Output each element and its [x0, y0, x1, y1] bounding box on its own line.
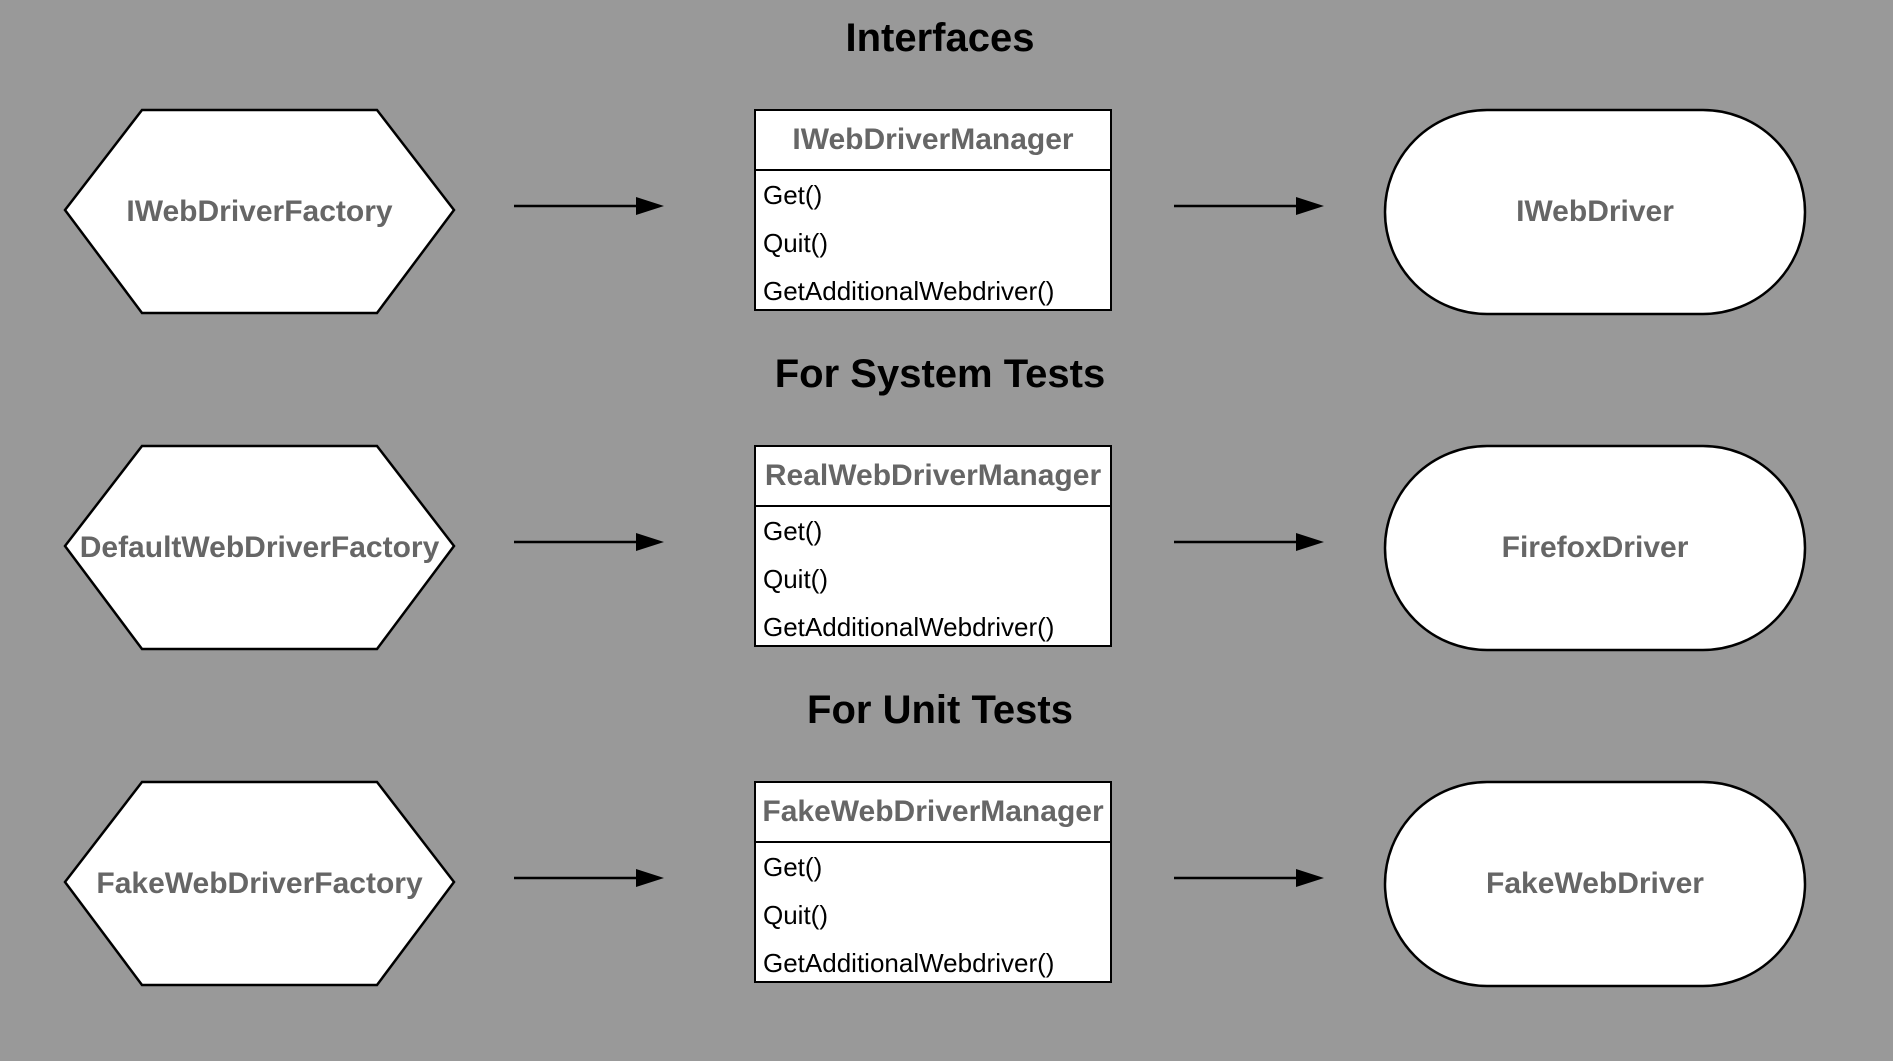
arrow-manager-to-driver-system-tests — [1174, 533, 1324, 551]
manager-class-name-interfaces: IWebDriverManager — [756, 111, 1110, 171]
arrow-manager-to-driver-interfaces — [1174, 197, 1324, 215]
section-title-system-tests: For System Tests — [774, 352, 1106, 396]
factory-label-unit-tests: FakeWebDriverFactory — [96, 867, 423, 900]
section-title-unit-tests: For Unit Tests — [807, 688, 1073, 732]
manager-class-name-unit-tests: FakeWebDriverManager — [756, 783, 1110, 843]
method-get-additional-webdriver-interfaces: GetAdditionalWebdriver() — [763, 275, 1055, 306]
driver-stadium-system-tests — [1383, 444, 1807, 652]
factory-label-system-tests: DefaultWebDriverFactory — [79, 531, 440, 564]
driver-stadium-unit-tests — [1383, 780, 1807, 988]
method-get-additional-webdriver-unit-tests: GetAdditionalWebdriver() — [763, 947, 1055, 978]
method-get-unit-tests: Get() — [763, 851, 823, 882]
method-quit-system-tests: Quit() — [763, 563, 828, 594]
driver-label-system-tests: FirefoxDriver — [1501, 531, 1689, 564]
driver-stadium-interfaces — [1383, 108, 1807, 316]
manager-class-box-interfaces: IWebDriverManager Get() Quit() GetAdditi… — [754, 109, 1112, 311]
arrow-factory-to-manager-system-tests — [514, 533, 664, 551]
driver-label-unit-tests: FakeWebDriver — [1486, 867, 1704, 900]
factory-hexagon-unit-tests — [63, 780, 456, 987]
manager-class-name-system-tests: RealWebDriverManager — [756, 447, 1110, 507]
method-quit-interfaces: Quit() — [763, 227, 828, 258]
driver-label-interfaces: IWebDriver — [1516, 195, 1674, 228]
method-get-interfaces: Get() — [763, 179, 823, 210]
method-get-system-tests: Get() — [763, 515, 823, 546]
factory-hexagon-system-tests — [63, 444, 456, 651]
factory-hexagon-interfaces — [63, 108, 456, 315]
method-quit-unit-tests: Quit() — [763, 899, 828, 930]
arrow-factory-to-manager-unit-tests — [514, 869, 664, 887]
arrow-manager-to-driver-unit-tests — [1174, 869, 1324, 887]
section-title-interfaces: Interfaces — [845, 16, 1035, 60]
method-get-additional-webdriver-system-tests: GetAdditionalWebdriver() — [763, 611, 1055, 642]
manager-class-box-unit-tests: FakeWebDriverManager Get() Quit() GetAdd… — [754, 781, 1112, 983]
manager-class-box-system-tests: RealWebDriverManager Get() Quit() GetAdd… — [754, 445, 1112, 647]
factory-label-interfaces: IWebDriverFactory — [126, 195, 393, 228]
arrow-factory-to-manager-interfaces — [514, 197, 664, 215]
